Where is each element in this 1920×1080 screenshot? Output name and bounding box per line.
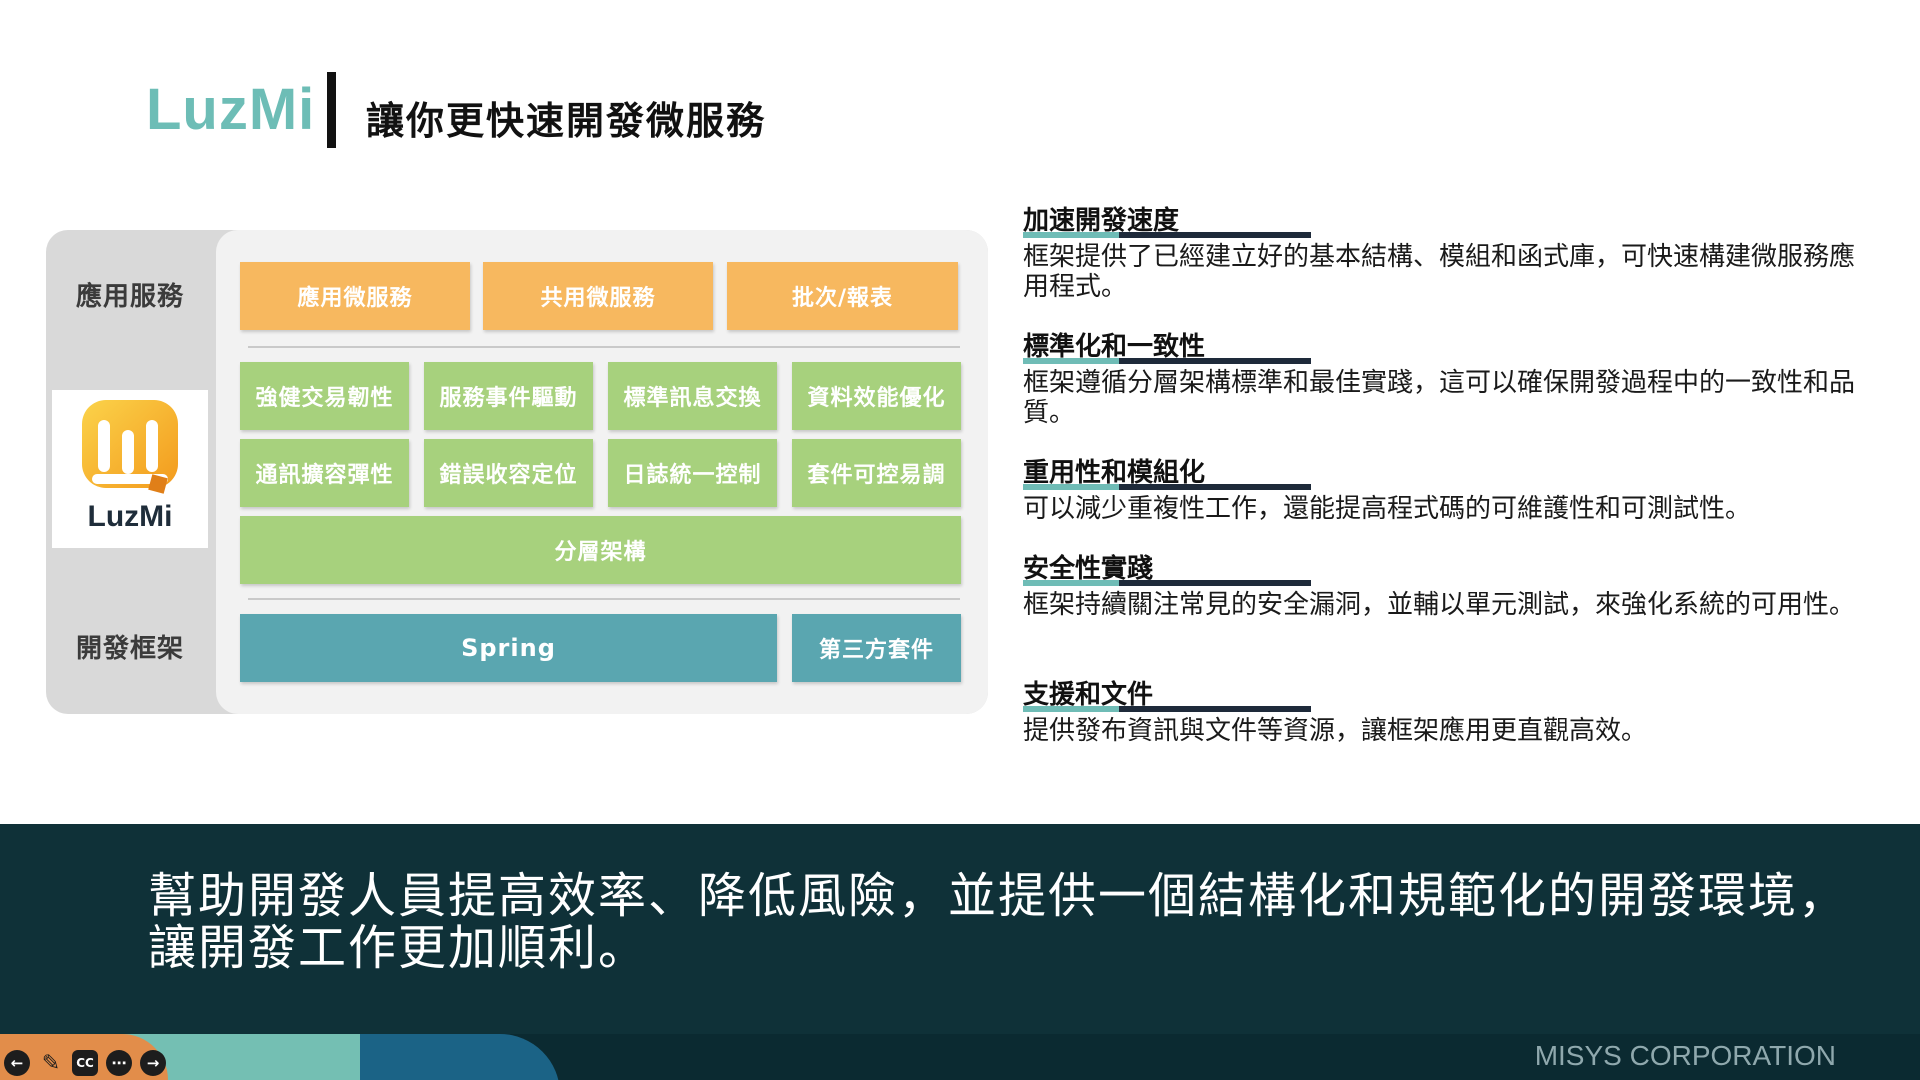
- capability-box: 強健交易韌性: [240, 362, 409, 430]
- framework-label: 開發框架: [76, 634, 185, 664]
- feature-underline: [1023, 358, 1311, 364]
- captions-button[interactable]: CC: [72, 1050, 98, 1076]
- app-box-shared-microservice: 共用微服務: [483, 262, 713, 330]
- spring-box: Spring: [240, 614, 777, 682]
- company-name: MISYS CORPORATION: [1534, 1040, 1836, 1071]
- feature-description: 框架持續關注常見的安全漏洞，並輔以單元測試，來強化系統的可用性。: [1023, 590, 1856, 620]
- feature-title: 重用性和模組化: [1023, 458, 1206, 488]
- feature-underline: [1023, 484, 1311, 490]
- feature-description: 提供發布資訊與文件等資源，讓框架應用更直觀高效。: [1023, 716, 1648, 746]
- logo-caption: LuzMi: [87, 500, 173, 533]
- feature-description: 框架遵循分層架構標準和最佳實踐，這可以確保開發過程中的一致性和品質。: [1023, 368, 1856, 428]
- summary-banner: [0, 824, 1920, 1034]
- feature-title: 支援和文件: [1023, 680, 1154, 710]
- feature-underline: [1023, 232, 1311, 238]
- layered-architecture-box: 分層架構: [240, 516, 961, 584]
- feature-title: 安全性實踐: [1023, 554, 1154, 584]
- luzmi-logo-icon: [82, 400, 178, 494]
- feature-title: 標準化和一致性: [1023, 332, 1206, 362]
- feature-underline: [1023, 580, 1311, 586]
- app-box-batch-report: 批次/報表: [727, 262, 958, 330]
- feature-description: 可以減少重複性工作，還能提高程式碼的可維護性和可測試性。: [1023, 494, 1752, 524]
- arrow-right-icon[interactable]: →: [140, 1050, 166, 1076]
- summary-line-1: 幫助開發人員提高效率、降低風險，並提供一個結構化和規範化的開發環境，: [148, 868, 1849, 924]
- capability-box: 錯誤收容定位: [424, 439, 593, 507]
- app-box-app-microservice: 應用微服務: [240, 262, 470, 330]
- section-separator: [248, 346, 960, 348]
- feature-underline: [1023, 706, 1311, 712]
- arrow-left-icon[interactable]: ←: [4, 1050, 30, 1076]
- luzmi-logo: LuzMi: [52, 390, 208, 548]
- capability-box: 標準訊息交換: [608, 362, 777, 430]
- slide-title: 讓你更快速開發微服務: [366, 99, 767, 143]
- more-icon[interactable]: ⋯: [106, 1050, 132, 1076]
- summary-line-2: 讓開發工作更加順利。: [148, 920, 649, 976]
- summary-text: 幫助開發人員提高效率、降低風險，並提供一個結構化和規範化的開發環境， 讓開發工作…: [148, 870, 1848, 974]
- feature-description: 框架提供了已經建立好的基本結構、模組和函式庫，可快速構建微服務應用程式。: [1023, 242, 1856, 302]
- capability-box: 通訊擴容彈性: [240, 439, 409, 507]
- capability-box: 日誌統一控制: [608, 439, 777, 507]
- feature-title: 加速開發速度: [1023, 206, 1180, 236]
- app-services-label: 應用服務: [76, 282, 185, 312]
- capability-box: 服務事件驅動: [424, 362, 593, 430]
- third-party-box: 第三方套件: [792, 614, 961, 682]
- section-separator: [248, 598, 960, 600]
- pen-icon[interactable]: ✎: [41, 1050, 61, 1076]
- capability-box: 資料效能優化: [792, 362, 961, 430]
- capability-box: 套件可控易調: [792, 439, 961, 507]
- title-divider: [327, 72, 336, 148]
- footer-blue-shape: [360, 1034, 560, 1080]
- brand-logo-text: LuzMi: [146, 77, 316, 142]
